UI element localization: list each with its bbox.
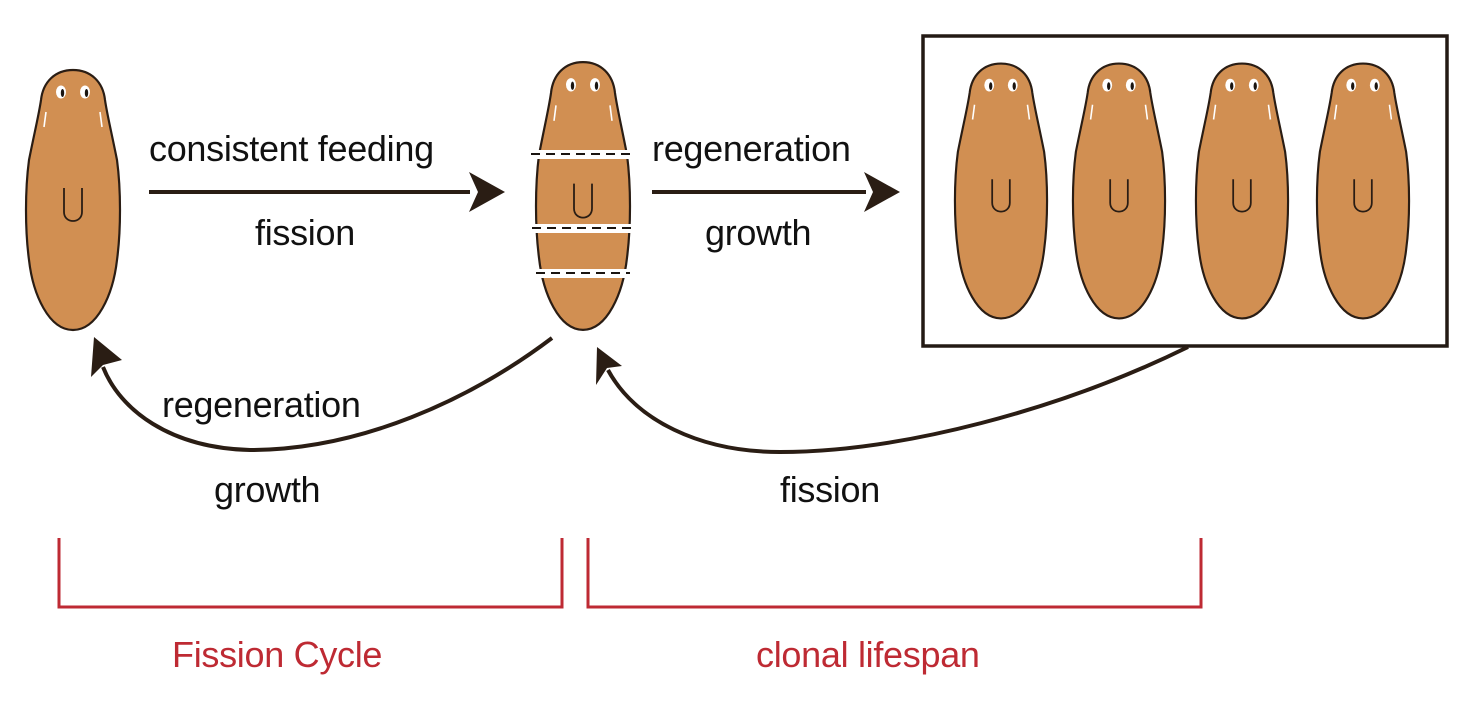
- label-regeneration-bottom: regeneration: [162, 384, 361, 425]
- label-growth-bottom: growth: [214, 469, 321, 510]
- label-fission-cycle: Fission Cycle: [172, 634, 383, 675]
- fission-planes: [531, 150, 636, 278]
- label-clonal-lifespan: clonal lifespan: [756, 634, 980, 675]
- label-consistent-feeding: consistent feeding: [149, 128, 434, 169]
- worm-clone: [1194, 62, 1290, 320]
- worm-clone: [1071, 62, 1167, 320]
- arrow-return-left: [91, 336, 554, 453]
- label-fission-bottom: fission: [780, 469, 880, 510]
- worm-clone: [1315, 62, 1411, 320]
- arrow-return-right: [596, 345, 1189, 455]
- arrow-regrowth: [652, 172, 900, 212]
- label-regeneration-top: regeneration: [652, 128, 851, 169]
- bracket-clonal-lifespan: [586, 538, 1203, 609]
- bracket-fission-cycle: [57, 538, 564, 609]
- worm-clone: [953, 62, 1049, 320]
- worm-single: [24, 68, 122, 332]
- label-growth-top: growth: [705, 212, 812, 253]
- label-fission-top: fission: [255, 212, 355, 253]
- worm-fissioning: [534, 60, 632, 332]
- arrow-feeding: [149, 172, 505, 212]
